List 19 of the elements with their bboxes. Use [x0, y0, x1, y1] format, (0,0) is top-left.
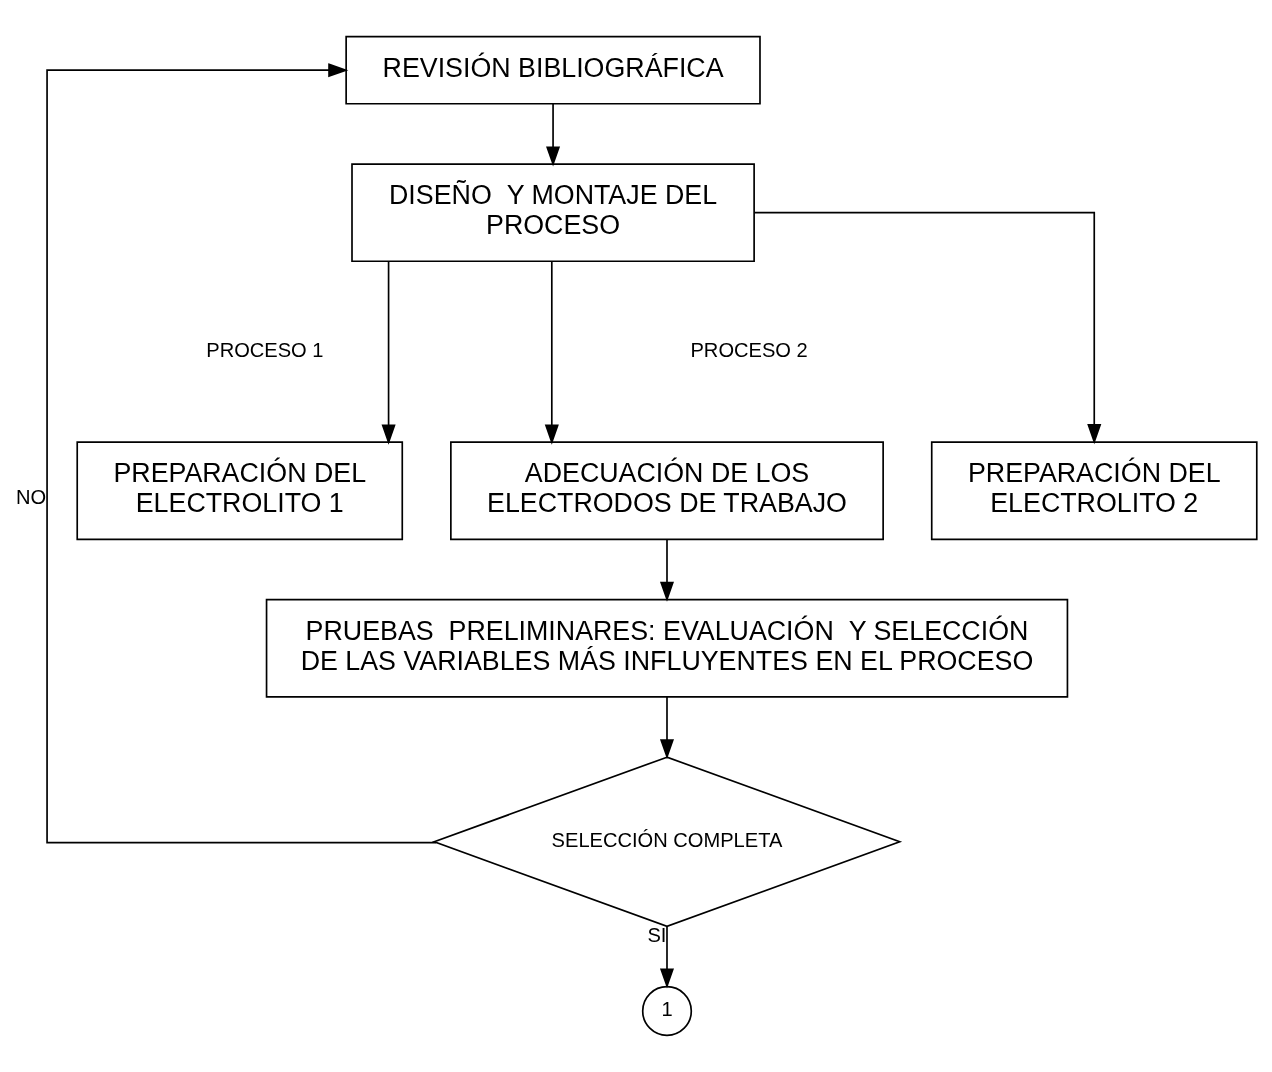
arrow — [46, 63, 437, 844]
arrow — [753, 211, 1102, 445]
node-diamond: SELECCIÓN COMPLETA — [431, 756, 903, 928]
arrow — [546, 103, 561, 167]
node-box: ADECUACIÓN DE LOS ELECTRODOS DE TRABAJO — [450, 441, 884, 541]
node-box: PREPARACIÓN DEL ELECTROLITO 2 — [930, 441, 1258, 541]
arrow — [659, 696, 675, 760]
node-box: PREPARACIÓN DEL ELECTROLITO 1 — [76, 441, 404, 541]
arrow — [544, 260, 559, 445]
node-box: REVISIÓN BIBLIOGRÁFICA — [345, 35, 761, 105]
label: PROCESO 1 — [206, 338, 324, 361]
label: PROCESO 2 — [690, 338, 808, 361]
node-box: PRUEBAS PRELIMINARES: EVALUACIÓN Y SELECCIÓN DE LAS VARIABLES MÁS INFLUYENTES EN EL PROCESO — [265, 598, 1069, 698]
node-circle: 1 — [641, 985, 693, 1037]
node-box: DISEÑO Y MONTAJE DEL PROCESO — [351, 163, 755, 263]
arrow — [381, 260, 396, 445]
edge-label: NO — [16, 486, 47, 509]
arrow — [659, 538, 675, 602]
arrow — [659, 925, 675, 989]
